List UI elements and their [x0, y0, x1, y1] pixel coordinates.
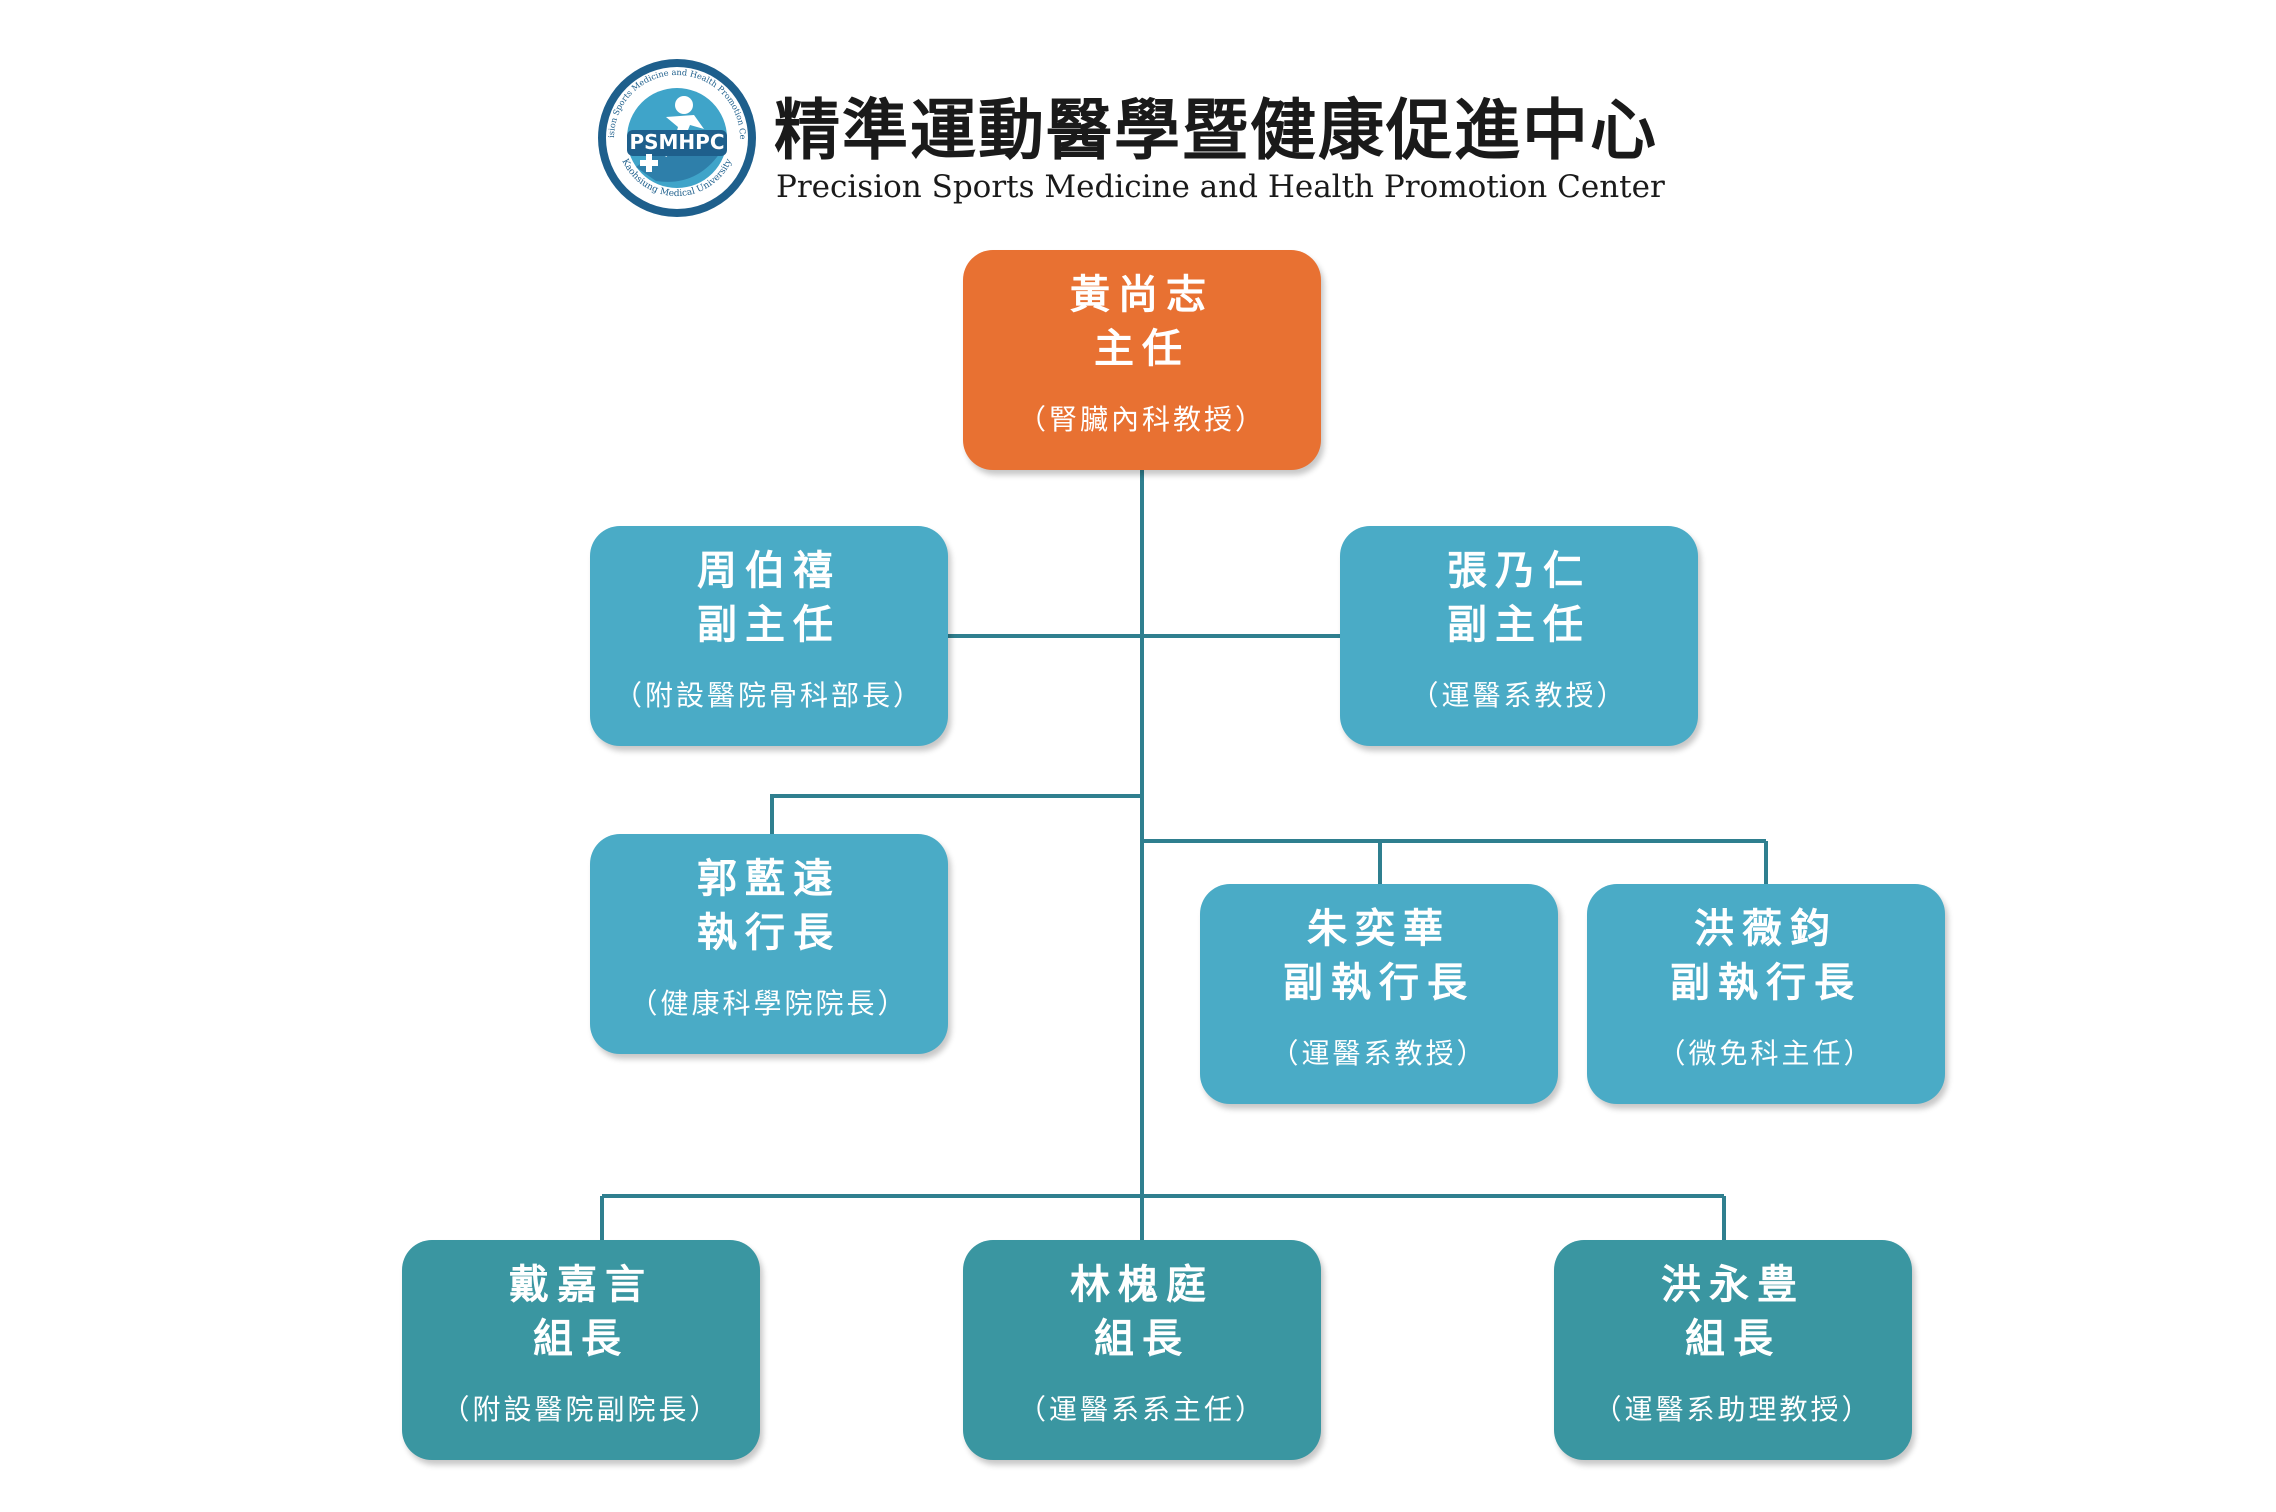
director-note: （腎臟內科教授） — [1017, 403, 1266, 436]
team-3-role: 組長 — [1685, 1315, 1781, 1362]
deputy-right-role: 副主任 — [1447, 601, 1591, 648]
executive-note: （健康科學院院長） — [629, 987, 909, 1020]
deputy-left-role: 副主任 — [697, 601, 841, 648]
svg-text:PSMHPC: PSMHPC — [629, 130, 724, 154]
team-1-name: 戴嘉言 — [509, 1261, 653, 1308]
deputy-left-node: 周伯禧 副主任 （附設醫院骨科部長） — [590, 526, 948, 746]
executive-name: 郭藍遠 — [697, 855, 841, 902]
team-3-node: 洪永豊 組長 （運醫系助理教授） — [1554, 1240, 1912, 1460]
center-title-en: Precision Sports Medicine and Health Pro… — [776, 169, 1665, 205]
deputy-right-name: 張乃仁 — [1447, 547, 1591, 594]
deputy-right-note: （運醫系教授） — [1410, 679, 1628, 712]
director-node: 黃尚志 主任 （腎臟內科教授） — [963, 250, 1321, 470]
executive-connector — [770, 794, 1142, 834]
header: PSMHPC Precision Sports Medicine and Hea… — [596, 57, 1686, 222]
executive-node: 郭藍遠 執行長 （健康科學院院長） — [590, 834, 948, 1054]
team-2-name: 林槐庭 — [1070, 1261, 1214, 1308]
team-1-note: （附設醫院副院長） — [441, 1393, 721, 1426]
center-title-zh: 精準運動醫學暨健康促進中心 — [774, 92, 1658, 169]
vice-exec-2-node: 洪薇鈞 副執行長 （微免科主任） — [1587, 884, 1945, 1104]
team-3-note: （運醫系助理教授） — [1593, 1393, 1873, 1426]
vice-exec-2-role: 副執行長 — [1670, 959, 1862, 1006]
team-3-name: 洪永豊 — [1661, 1261, 1805, 1308]
vice-exec-2-note: （微免科主任） — [1657, 1037, 1875, 1070]
deputy-right-node: 張乃仁 副主任 （運醫系教授） — [1340, 526, 1698, 746]
director-role: 主任 — [1094, 325, 1190, 372]
vice-exec-1-name: 朱奕華 — [1307, 905, 1451, 952]
team-1-node: 戴嘉言 組長 （附設醫院副院長） — [402, 1240, 760, 1460]
psmhpc-logo: PSMHPC Precision Sports Medicine and Hea… — [596, 57, 756, 217]
executive-role: 執行長 — [697, 909, 841, 956]
team-1-role: 組長 — [533, 1315, 629, 1362]
deputy-left-note: （附設醫院骨科部長） — [613, 679, 924, 712]
vice-exec-2-name: 洪薇鈞 — [1694, 905, 1838, 952]
team-2-note: （運醫系系主任） — [1017, 1393, 1266, 1426]
vice-exec-1-role: 副執行長 — [1283, 959, 1475, 1006]
deputy-left-name: 周伯禧 — [697, 547, 841, 594]
team-2-role: 組長 — [1094, 1315, 1190, 1362]
director-name: 黃尚志 — [1070, 271, 1214, 318]
vice-exec-1-note: （運醫系教授） — [1270, 1037, 1488, 1070]
team-2-node: 林槐庭 組長 （運醫系系主任） — [963, 1240, 1321, 1460]
vice-exec-1-node: 朱奕華 副執行長 （運醫系教授） — [1200, 884, 1558, 1104]
